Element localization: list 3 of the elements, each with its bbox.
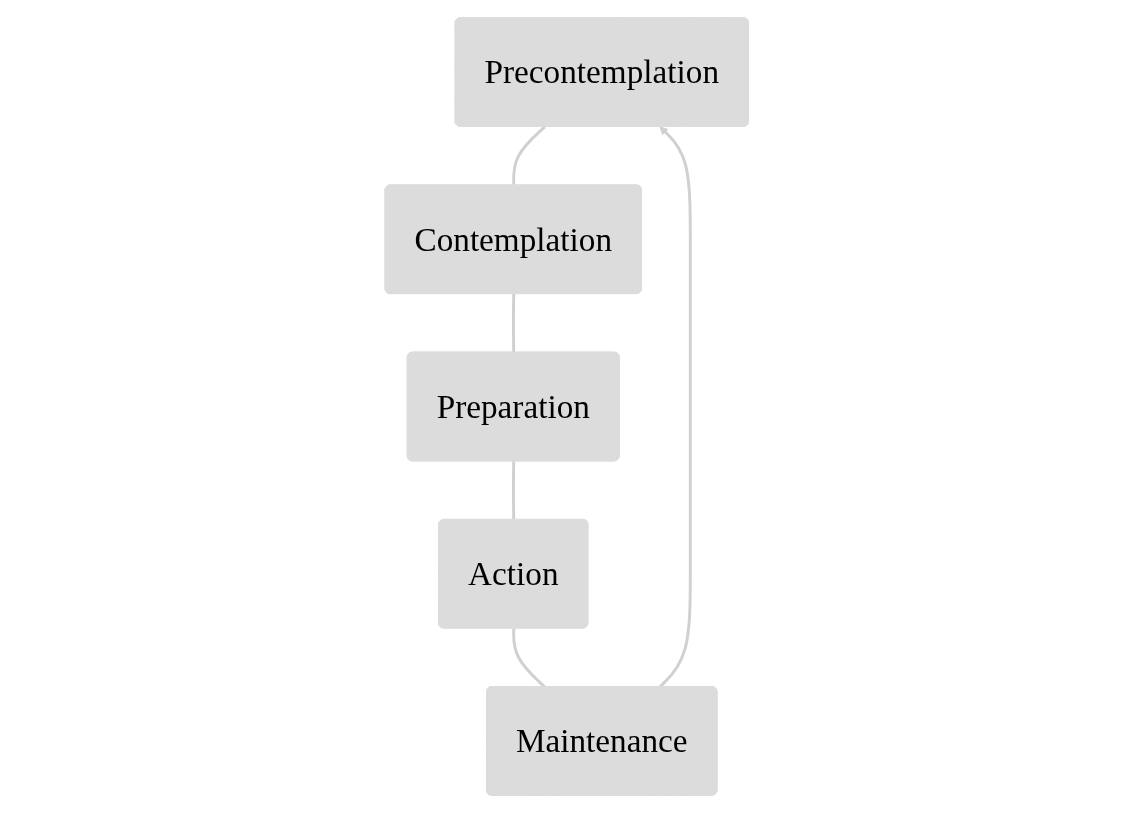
connector: [511, 461, 515, 520]
connector: [511, 294, 515, 353]
connector: [511, 125, 546, 186]
